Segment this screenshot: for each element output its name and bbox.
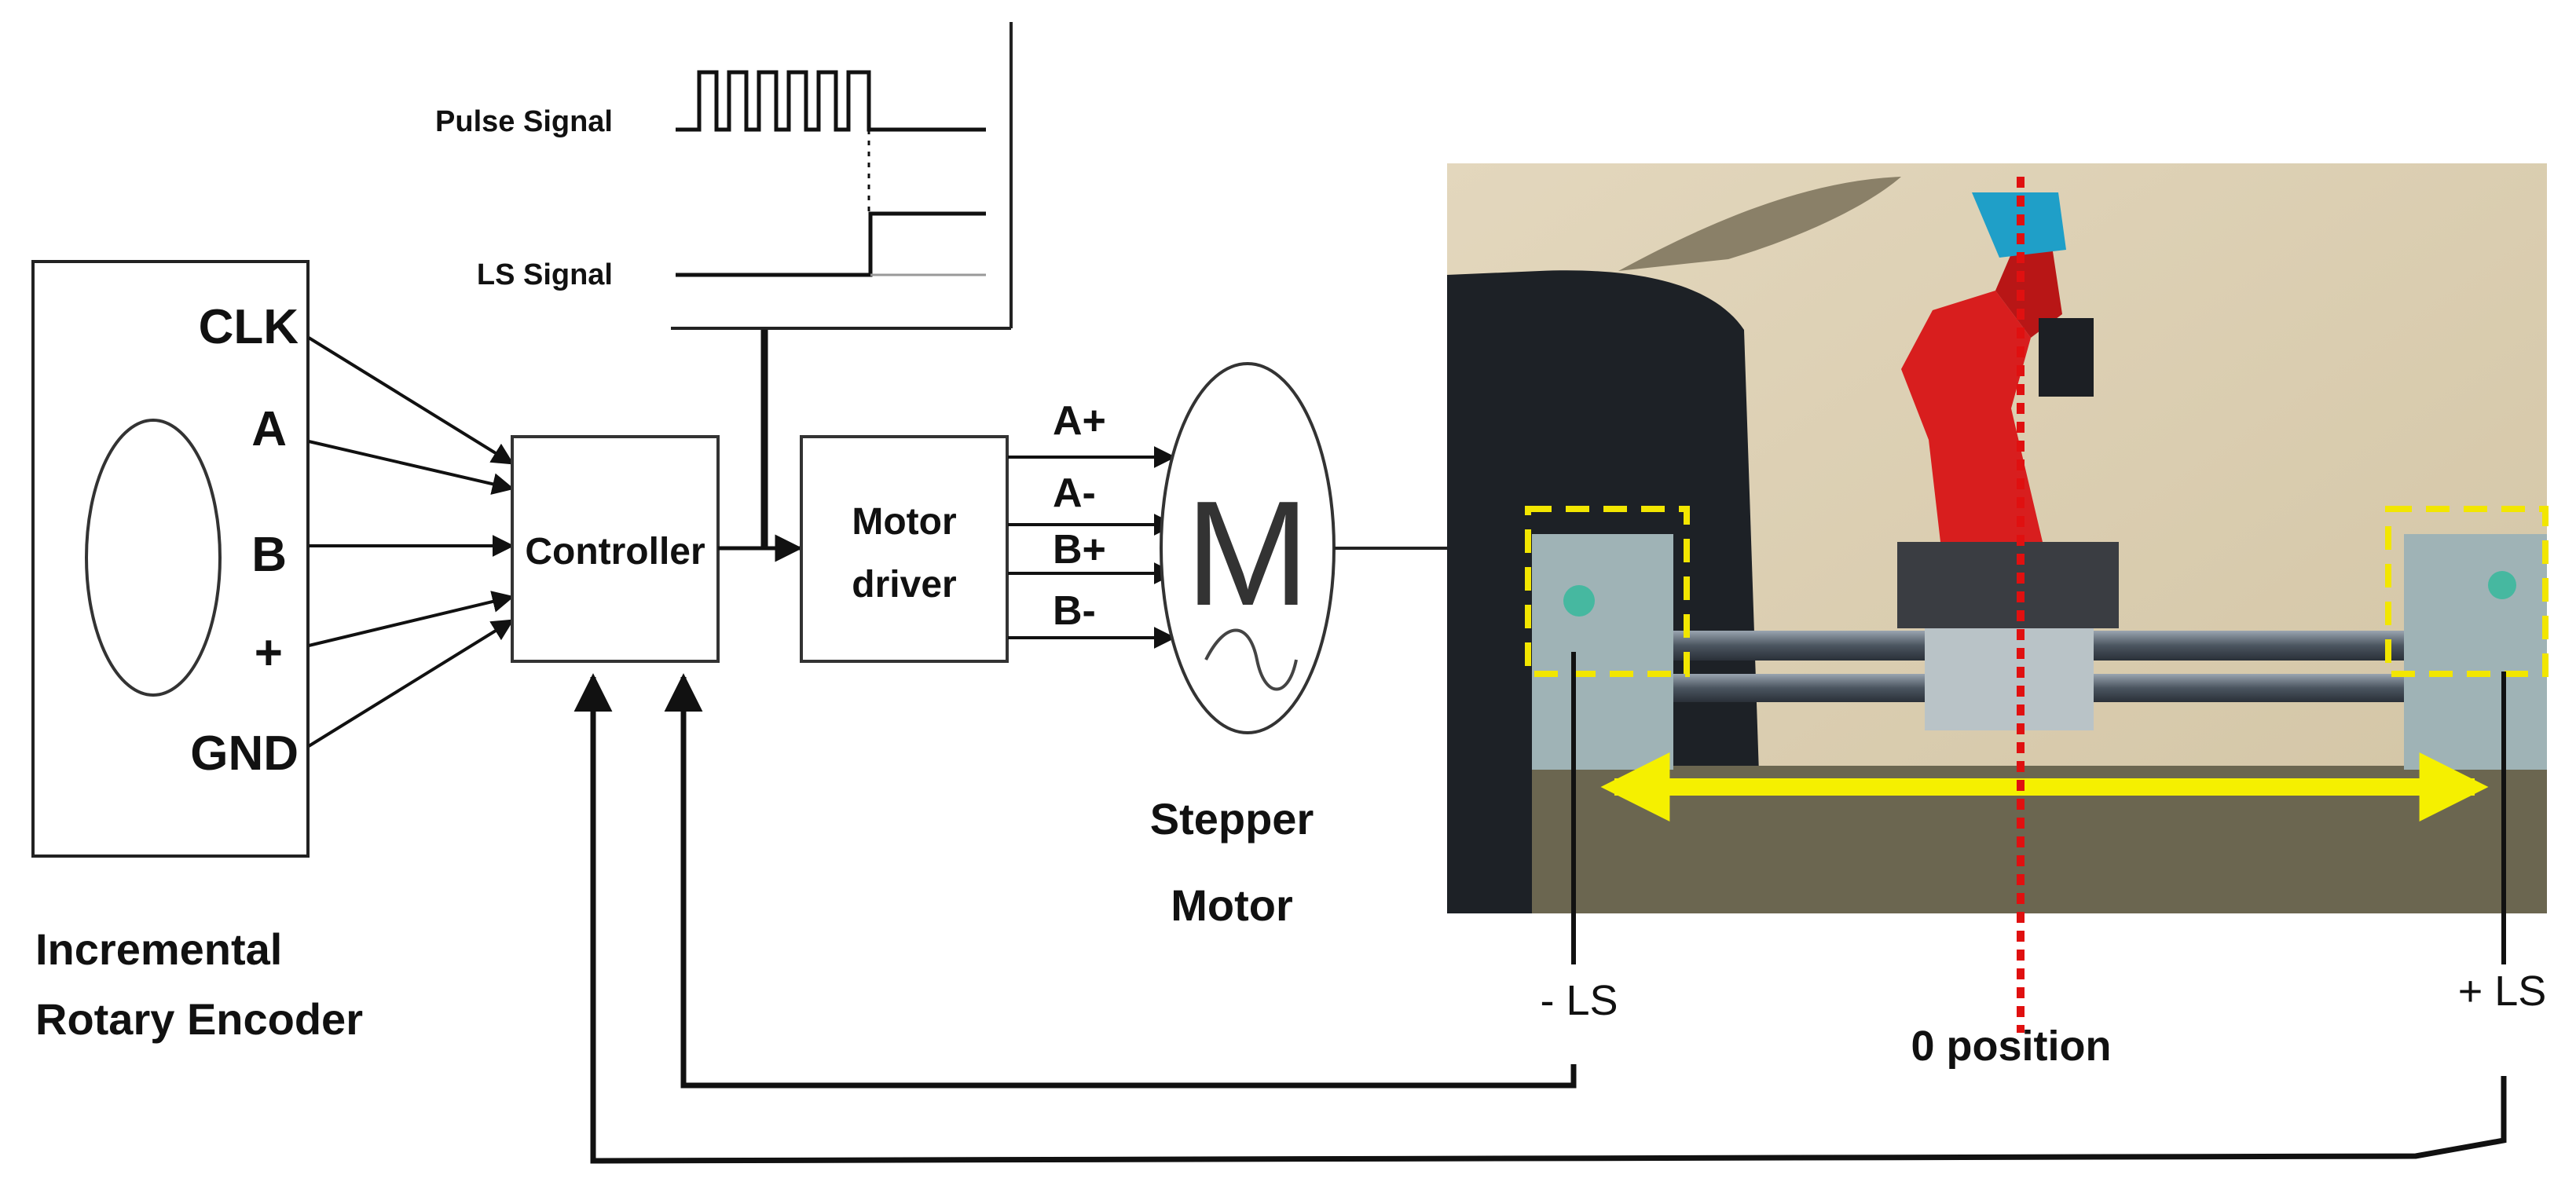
neg-limit-switch-box <box>1525 506 1690 677</box>
rotary-encoder: CLK A B + GND Incremental Rotary Encoder <box>31 260 363 1044</box>
wire-clk <box>307 336 515 465</box>
encoder-disc-icon <box>85 419 222 697</box>
neg-limit-label: - LS <box>1540 977 1618 1024</box>
encoder-caption-line1: Incremental <box>35 924 282 974</box>
ls-signal-label: LS Signal <box>477 258 613 291</box>
wire-gnd <box>307 619 515 748</box>
robot-photo <box>1447 163 2549 1033</box>
photo-carriage-slider <box>1925 628 2094 730</box>
ls-signal-trace <box>676 211 986 277</box>
phase-label-b-plus: B+ <box>1053 527 1106 573</box>
encoder-pin-b: B <box>251 528 287 582</box>
encoder-pin-plus: + <box>255 626 283 680</box>
motor-symbol: M <box>1185 470 1310 637</box>
ac-wave-icon <box>1204 628 1298 691</box>
motor-caption-line1: Stepper <box>1150 794 1314 844</box>
timing-graph-frame <box>671 22 1011 328</box>
pos-limit-switch-box <box>2385 506 2549 677</box>
photo-left-bracket <box>1532 534 1673 770</box>
photo-machine-blade <box>1618 177 1901 271</box>
photo-arm-link <box>1901 291 2043 542</box>
limit-leads <box>1571 652 2506 964</box>
photo-right-bracket <box>2404 534 2547 770</box>
photo-arm-joint <box>1995 236 2062 338</box>
photo-right-switch <box>2488 571 2516 599</box>
zero-position-label: 0 position <box>1911 1023 2112 1070</box>
controller-to-driver <box>718 328 803 562</box>
photo-left-switch <box>1563 585 1595 617</box>
phase-label-a-plus: A+ <box>1053 398 1106 444</box>
pulse-signal-trace <box>676 70 986 132</box>
pulse-signal-label: Pulse Signal <box>435 105 613 138</box>
pos-limit-label: + LS <box>2458 968 2547 1015</box>
phase-label-b-minus: B- <box>1053 588 1096 634</box>
controller-label: Controller <box>525 531 705 573</box>
encoder-caption-line2: Rotary Encoder <box>35 994 363 1044</box>
phase-label-a-minus: A- <box>1053 470 1096 516</box>
stepper-motor: M Stepper Motor <box>1150 362 1449 930</box>
photo-carriage-block <box>1897 542 2119 628</box>
motor-driver-box <box>800 435 1009 663</box>
encoder-box <box>31 260 310 858</box>
timing-graph: Pulse Signal LS Signal <box>435 22 1013 330</box>
neg-limit-feedback <box>664 673 1577 1089</box>
motor-caption-line2: Motor <box>1171 880 1293 930</box>
encoder-pin-gnd: GND <box>190 726 299 781</box>
photo-arm-gripper <box>2039 318 2094 397</box>
encoder-wires <box>307 336 515 748</box>
wire-plus <box>308 591 515 647</box>
pos-limit-feedback <box>573 673 2507 1164</box>
encoder-pin-a: A <box>251 402 287 456</box>
feedback-lines <box>573 673 2507 1164</box>
encoder-pin-clk: CLK <box>199 300 299 354</box>
motor-driver-label-line1: Motor <box>852 501 956 543</box>
motor-driver-block: Motor driver <box>800 435 1009 663</box>
wire-a <box>308 440 515 495</box>
motor-driver-label-line2: driver <box>852 564 956 606</box>
phase-wires <box>1008 446 1176 649</box>
controller-block: Controller <box>511 435 720 663</box>
controller-box <box>511 435 720 663</box>
